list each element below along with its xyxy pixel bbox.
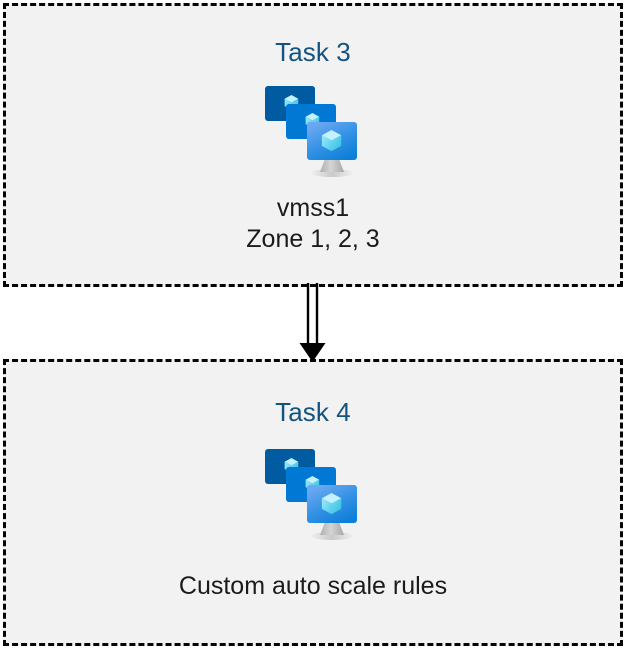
vm-scale-set-icon	[265, 86, 357, 177]
task4-caption: Custom auto scale rules	[179, 571, 447, 602]
task3-caption-line-2: Zone 1, 2, 3	[246, 225, 380, 253]
task-node-task4[interactable]: Task 4	[3, 359, 623, 646]
task3-icon-wrapper	[261, 82, 365, 178]
task-node-task3[interactable]: Task 3	[3, 3, 623, 287]
connector-arrow-task3-to-task4	[299, 283, 326, 362]
task4-title: Task 4	[275, 397, 351, 427]
task4-icon-wrapper	[261, 445, 365, 541]
task4-caption-line-1: Custom auto scale rules	[178, 572, 448, 600]
task3-title: Task 3	[275, 37, 351, 67]
task3-caption: vmss1 Zone 1, 2, 3	[246, 193, 379, 255]
vm-scale-set-icon	[265, 449, 357, 540]
task3-caption-line-1: vmss1	[276, 194, 350, 222]
